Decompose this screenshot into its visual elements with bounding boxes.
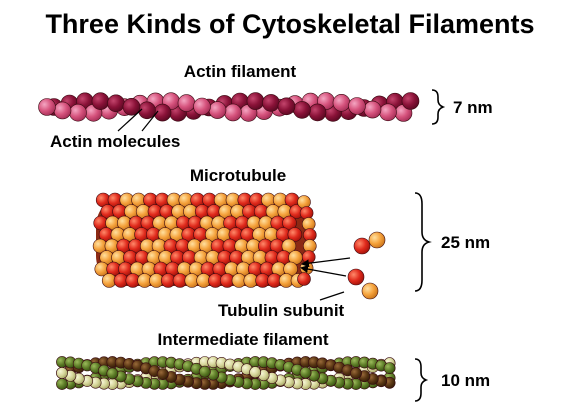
tubulin-end-bead [297,272,311,286]
actin-molecule [277,97,296,116]
actin-molecule [224,103,242,122]
intermediate-size-bracket [414,358,429,402]
actin-size-label: 7 nm [453,98,493,117]
tubulin-subunit-label: Tubulin subunit [218,301,345,320]
actin-molecule [53,101,72,120]
intermediate-filament-bead [56,378,68,390]
actin-molecule [38,98,56,116]
figure-title: Three Kinds of Cytoskeletal Filaments [45,9,534,39]
free-tubulin-alpha [353,237,371,255]
intermediate-size-label: 10 nm [441,371,490,390]
microtubule-cylinder [92,192,317,288]
actin-molecule [122,98,141,116]
actin-molecule [91,92,110,110]
actin-molecule [262,94,280,112]
intermediate-filament-bead [350,367,362,380]
actin-molecule [208,101,227,119]
actin-filament-label: Actin filament [184,62,297,81]
tubulin-arrow-1 [301,257,351,268]
actin-molecule [332,94,351,112]
actin-molecule [401,92,420,110]
intermediate-filament-bead [198,365,211,378]
tubulin-bead [287,227,303,242]
tubulin-arrow-2 [300,265,347,277]
intermediate-filament-label: Intermediate filament [158,330,329,349]
intermediate-filament-strands [56,356,396,390]
microtubule-size-bracket [414,192,432,292]
actin-molecule [363,100,382,119]
actin-molecule [293,101,311,119]
free-tubulin-beta [368,231,386,249]
actin-molecule [177,94,196,112]
actin-molecules-label: Actin molecules [50,132,180,151]
free-tubulin-alpha [347,268,365,286]
intermediate-filament-bead [56,367,68,379]
actin-molecule [69,103,87,122]
actin-molecule [246,92,265,110]
free-tubulin-subunits [347,231,386,300]
actin-molecule [379,103,397,122]
actin-filament-strand [38,92,420,122]
actin-molecule-pointer-1 [117,108,143,132]
actin-molecule [308,103,327,122]
actin-molecule [107,94,125,113]
intermediate-filament-bead [106,367,119,380]
intermediate-filament-bead [383,362,396,374]
intermediate-filament-bead [299,366,312,379]
actin-molecule-pointer-2 [141,110,159,132]
actin-size-bracket [431,89,446,125]
microtubule-size-label: 25 nm [441,233,490,252]
free-tubulin-beta [361,282,379,300]
microtubule-label: Microtubule [190,166,286,185]
intermediate-filament-bead [156,368,169,380]
tubulin-pointer-line [319,291,345,301]
intermediate-filament-bead [249,366,262,379]
actin-molecule [193,97,211,116]
actin-molecule [348,97,366,115]
